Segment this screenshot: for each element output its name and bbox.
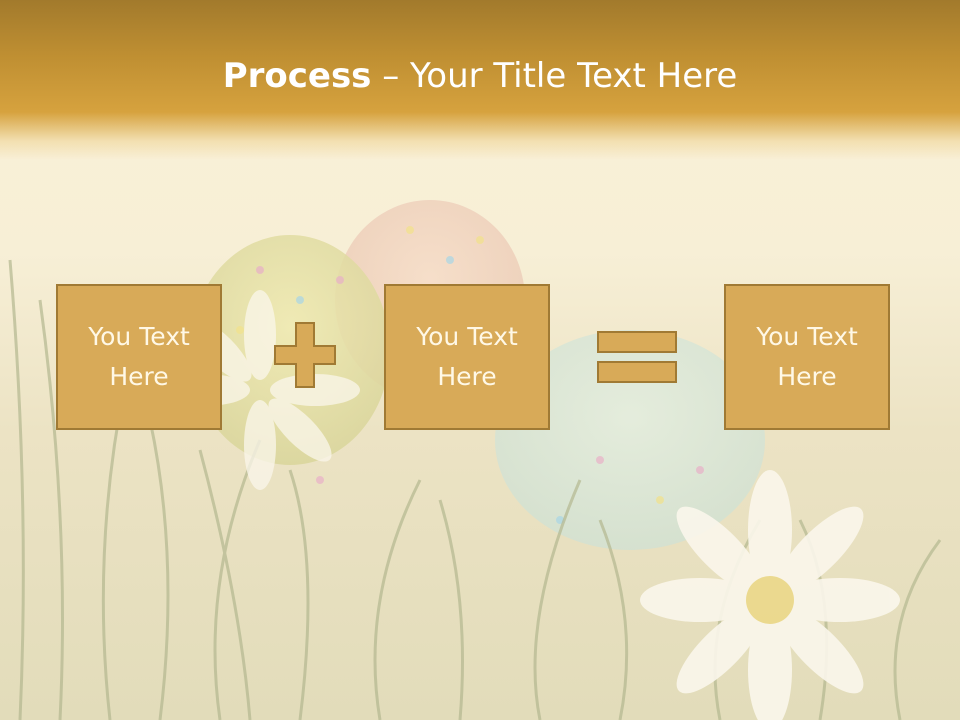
equals-icon [597,331,677,383]
slide-title: Process – Your Title Text Here [0,52,960,100]
title-rest: – Your Title Text Here [371,56,738,96]
plus-icon [274,322,336,388]
title-band [0,0,960,160]
title-bold: Process [222,56,372,96]
process-box-1: You Text Here [56,284,222,430]
process-box-3: You Text Here [724,284,890,430]
process-box-2: You Text Here [384,284,550,430]
